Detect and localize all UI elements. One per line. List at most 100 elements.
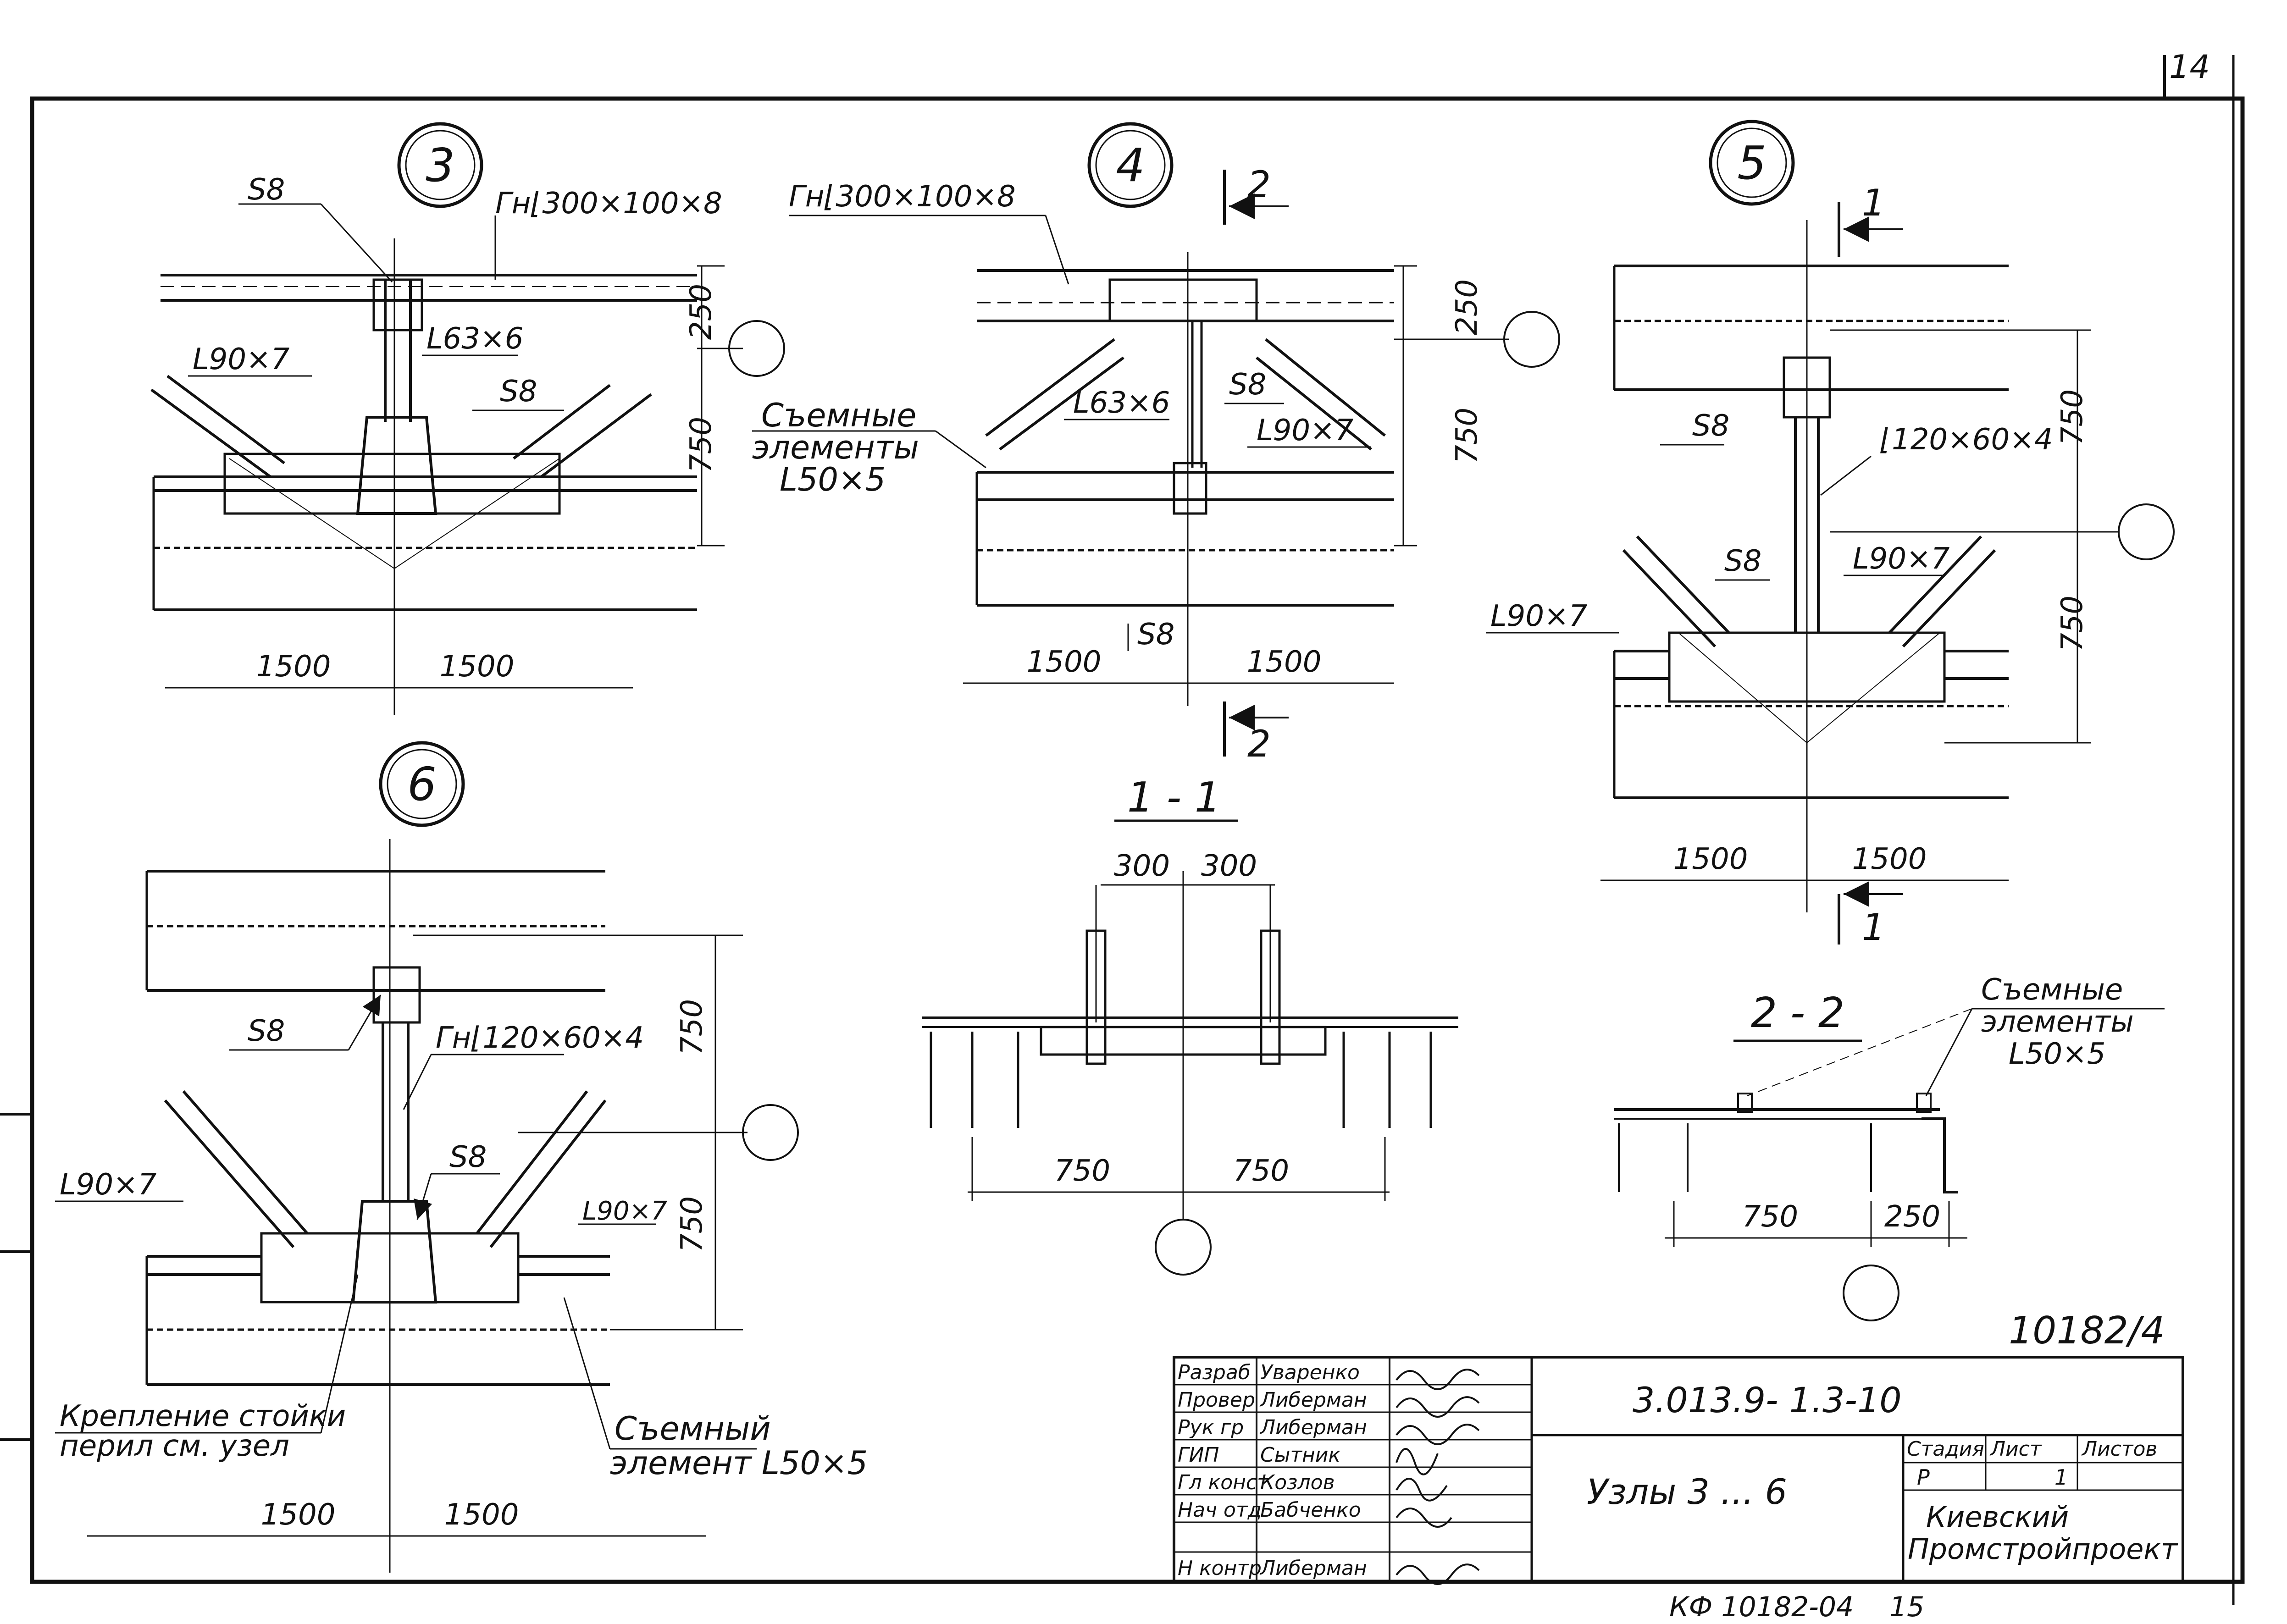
name-2: Либерман bbox=[1259, 1416, 1367, 1439]
node-5-label-circle bbox=[1709, 120, 1795, 206]
name-4: Козлов bbox=[1260, 1471, 1335, 1494]
role-5: Нач отд bbox=[1178, 1498, 1262, 1522]
node-4-removable-3: L50×5 bbox=[780, 461, 886, 498]
node-6-post-label: Гн⌊120×60×4 bbox=[436, 1021, 644, 1055]
node-4-dim-1500b: 1500 bbox=[1247, 645, 1322, 679]
org-line-1: Киевский bbox=[1926, 1500, 2069, 1534]
node-5-section-bot: 1 bbox=[1862, 906, 1885, 949]
node-4-dim-250: 250 bbox=[1450, 279, 1484, 335]
node-4-dim-750: 750 bbox=[1450, 408, 1484, 464]
node-4-post-label: L63×6 bbox=[1073, 386, 1170, 420]
node-4-weld-label: S8 bbox=[1229, 368, 1266, 402]
node-4-brace-label: L90×7 bbox=[1257, 414, 1354, 447]
node-5-weld-top: S8 bbox=[1692, 409, 1729, 443]
value-stage: Р bbox=[1917, 1465, 1930, 1490]
node-3-dim-250: 250 bbox=[684, 284, 718, 340]
section-1-1: 1 - 1 300 300 750 750 bbox=[922, 773, 1458, 1276]
role-4: Гл конст bbox=[1178, 1471, 1269, 1494]
node-4-removable-1: Съемные bbox=[761, 397, 916, 434]
node-4-axis-circle bbox=[1503, 311, 1560, 368]
section-1-1-title: 1 - 1 bbox=[1127, 773, 1221, 822]
node-5-dim-750b: 750 bbox=[2055, 596, 2089, 652]
node-6-dim-750a: 750 bbox=[675, 999, 709, 1055]
node-3-dim-1500a: 1500 bbox=[256, 650, 331, 684]
page-number: 14 bbox=[2169, 48, 2210, 86]
node-3-weld-top: S8 bbox=[248, 173, 285, 207]
sheet-title: Узлы 3 ... 6 bbox=[1587, 1471, 1787, 1512]
section-1-1-dim-300a: 300 bbox=[1114, 849, 1170, 883]
node-6-dim-750b: 750 bbox=[675, 1196, 709, 1252]
node-5-dim-750a: 750 bbox=[2055, 389, 2089, 445]
node-4-weld-low: S8 bbox=[1137, 618, 1174, 652]
node-3-axis-circle bbox=[728, 320, 785, 377]
name-1: Либерман bbox=[1259, 1388, 1367, 1412]
node-6-note-removable-2: элемент L50×5 bbox=[610, 1444, 868, 1482]
node-3-label-circle bbox=[397, 122, 483, 208]
node-3-post-label: L63×6 bbox=[426, 322, 523, 356]
section-1-1-axis-circle bbox=[1155, 1219, 1212, 1276]
section-2-2-removable-2: элементы bbox=[1981, 1005, 2134, 1039]
node-4-removable-2: элементы bbox=[752, 429, 919, 466]
org-line-2: Промстройпроект bbox=[1908, 1532, 2178, 1566]
sheet-frame: 14 10182/4 КФ 10182-04 15 bbox=[0, 48, 2245, 1623]
name-3: Сытник bbox=[1260, 1443, 1340, 1467]
node-6-brace-right: L90×7 bbox=[582, 1196, 667, 1226]
node-4-section-bot: 2 bbox=[1247, 723, 1271, 765]
name-7: Либерман bbox=[1259, 1557, 1367, 1580]
bottom-code: КФ 10182-04 bbox=[1669, 1591, 1854, 1623]
node-5-number: 5 bbox=[1737, 136, 1766, 190]
node-5: 5 1 1 750 750 1 bbox=[1486, 120, 2175, 949]
node-3: 3 250 750 1500 1500 bbox=[150, 122, 785, 715]
node-3-brace-label: L90×7 bbox=[193, 342, 290, 376]
node-5-brace-left: L90×7 bbox=[1490, 599, 1588, 633]
section-1-1-dim-300b: 300 bbox=[1201, 849, 1257, 883]
node-5-dim-1500a: 1500 bbox=[1673, 842, 1748, 876]
node-6-axis-circle bbox=[742, 1104, 799, 1161]
node-6-number: 6 bbox=[407, 757, 437, 811]
title-block: Разраб Провер Рук гр ГИП Гл конст Нач от… bbox=[1173, 1356, 2184, 1585]
section-2-2-removable-1: Съемные bbox=[1981, 973, 2123, 1007]
node-6-weld-top: S8 bbox=[248, 1014, 285, 1048]
role-7: Н контр bbox=[1178, 1557, 1262, 1580]
node-6-brace-left: L90×7 bbox=[60, 1168, 157, 1202]
section-1-1-dim-750a: 750 bbox=[1054, 1154, 1110, 1188]
role-2: Рук гр bbox=[1178, 1416, 1244, 1439]
role-1: Провер bbox=[1178, 1388, 1255, 1412]
role-0: Разраб bbox=[1178, 1361, 1251, 1384]
name-0: Уваренко bbox=[1260, 1361, 1360, 1384]
node-6-dim-1500a: 1500 bbox=[261, 1498, 336, 1532]
node-5-dim-1500b: 1500 bbox=[1852, 842, 1927, 876]
stamp-number: 10182/4 bbox=[2009, 1309, 2165, 1353]
bottom-num: 15 bbox=[1889, 1591, 1924, 1623]
node-6-label-circle bbox=[379, 741, 465, 827]
value-sheet: 1 bbox=[2054, 1465, 2068, 1490]
node-5-section-top: 1 bbox=[1862, 182, 1885, 224]
node-3-dim-750: 750 bbox=[684, 417, 718, 473]
designation: 3.013.9- 1.3-10 bbox=[1633, 1380, 1902, 1420]
node-4-label-circle bbox=[1087, 122, 1174, 208]
node-5-brace-right: L90×7 bbox=[1853, 542, 1950, 576]
node-3-weld-low: S8 bbox=[500, 375, 537, 409]
signatures bbox=[1395, 1369, 1480, 1585]
header-sheet: Лист bbox=[1989, 1437, 2042, 1461]
header-stage: Стадия bbox=[1907, 1437, 1984, 1461]
node-5-weld-low: S8 bbox=[1724, 544, 1761, 578]
node-6-note-fastening-2: перил см. узел bbox=[60, 1429, 289, 1463]
node-5-post-label: ⌊120×60×4 bbox=[1880, 423, 2053, 457]
section-2-2-dim-250: 250 bbox=[1884, 1200, 1940, 1234]
node-3-dim-1500b: 1500 bbox=[440, 650, 515, 684]
node-4-number: 4 bbox=[1116, 138, 1145, 192]
node-4-dim-1500a: 1500 bbox=[1027, 645, 1102, 679]
node-6-weld-low: S8 bbox=[449, 1140, 487, 1174]
section-1-1-dim-750b: 750 bbox=[1233, 1154, 1289, 1188]
section-2-2-dim-750: 750 bbox=[1742, 1200, 1798, 1234]
node-3-number: 3 bbox=[426, 138, 455, 192]
role-3: ГИП bbox=[1178, 1443, 1219, 1467]
node-6: 6 750 750 1500 1500 S8 bbox=[55, 741, 868, 1573]
node-3-beam-label: Гн⌊300×100×8 bbox=[495, 187, 722, 221]
section-2-2: 2 - 2 750 250 Съемные элементы L50×5 bbox=[1614, 973, 2165, 1321]
node-5-axis-circle bbox=[2118, 503, 2175, 560]
section-2-2-removable-3: L50×5 bbox=[2009, 1037, 2105, 1071]
node-6-dim-1500b: 1500 bbox=[444, 1498, 519, 1532]
